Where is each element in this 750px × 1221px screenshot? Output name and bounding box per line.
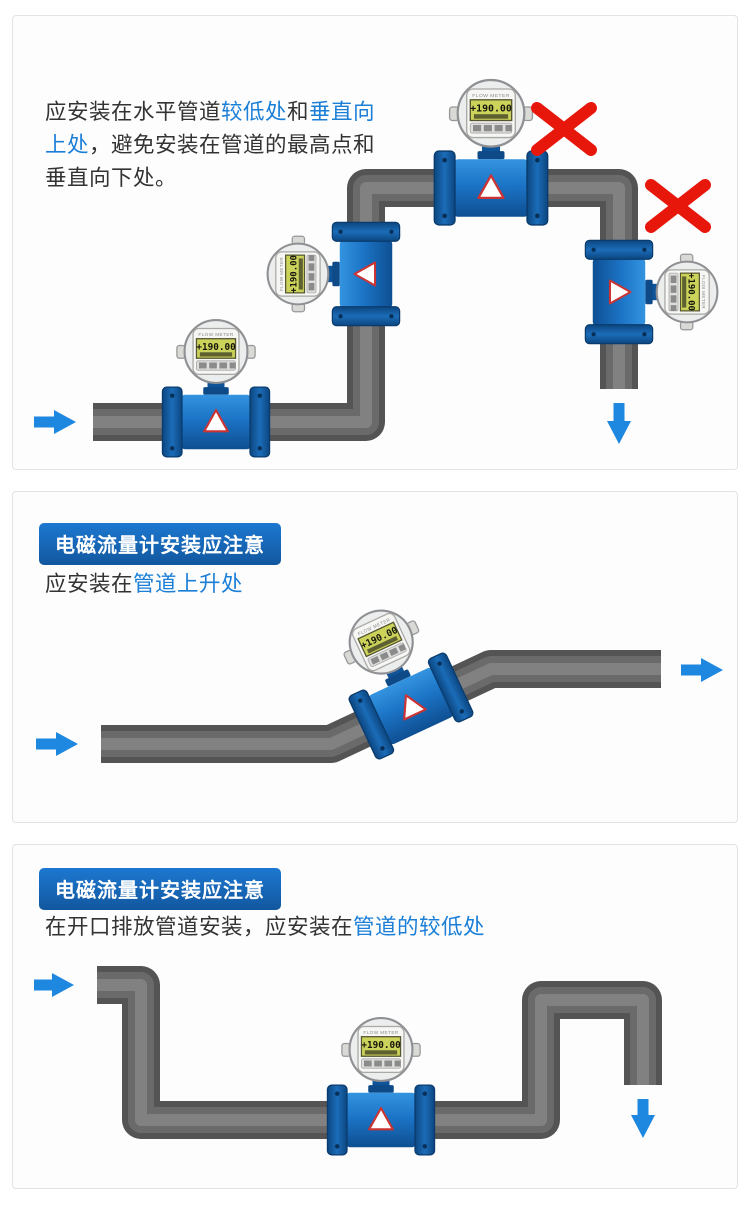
panel-rising-pipe-install: 电磁流量计安装应注意 应安装在管道上升处 [12, 491, 738, 823]
notice-badge: 电磁流量计安装应注意 [39, 868, 281, 910]
flow-in-arrow [34, 410, 76, 434]
flowmeter-horizontal-low-correct [161, 318, 271, 458]
flow-out-arrow-down [607, 403, 631, 444]
text-run: ，避免安装在管道的最高点和 [89, 133, 376, 157]
text-run: 应安装在水平管道 [45, 100, 222, 124]
x-mark-vertical-down [645, 179, 711, 233]
flowmeter-highest-point-wrong [433, 78, 549, 227]
text-run: 应安装在 [45, 572, 134, 596]
panel-open-discharge-install: 电磁流量计安装应注意 在开口排放管道安装，应安装在管道的较低处 [12, 844, 738, 1189]
diagram-open-discharge-pipe [34, 966, 662, 1156]
text-line: 应安装在水平管道较低处和垂直向 [45, 96, 375, 129]
text-run-highlight: 上处 [45, 133, 90, 157]
panel1-description: 应安装在水平管道较低处和垂直向 上处，避免安装在管道的最高点和 垂直向下处。 [45, 96, 375, 195]
text-run-highlight: 管道的较低处 [353, 915, 486, 939]
text-run: 在开口排放管道安装，应安装在 [45, 915, 354, 939]
panel2-description: 应安装在管道上升处 [45, 568, 243, 601]
notice-badge: 电磁流量计安装应注意 [39, 523, 281, 565]
pipe-run [97, 966, 662, 1139]
text-run-highlight: 较低处 [221, 100, 288, 124]
text-line: 垂直向下处。 [45, 162, 375, 195]
panel-horizontal-vertical-install: FLOW METER +190.00 [12, 15, 738, 470]
flowmeter-vertical-downflow-wrong [584, 239, 719, 345]
x-mark-highest-point [531, 102, 597, 156]
flow-out-arrow [681, 658, 723, 682]
flowmeter-vertical-upflow-correct [266, 221, 401, 327]
flow-out-arrow-down [631, 1099, 655, 1138]
text-run-highlight: 管道上升处 [133, 572, 244, 596]
text-run-highlight: 垂直向 [309, 100, 376, 124]
diagram-rising-pipe [36, 589, 723, 763]
panel3-description: 在开口排放管道安装，应安装在管道的较低处 [45, 911, 485, 944]
text-run: 和 [287, 100, 310, 124]
flow-in-arrow [36, 732, 78, 756]
text-run: 垂直向下处。 [45, 166, 178, 190]
flow-in-arrow [34, 973, 74, 997]
text-line: 上处，避免安装在管道的最高点和 [45, 129, 375, 162]
diagram-pipe-run-with-right-and-wrong-positions: FLOW METER +190.00 [34, 78, 719, 458]
flowmeter-low-section-correct [326, 1016, 436, 1156]
